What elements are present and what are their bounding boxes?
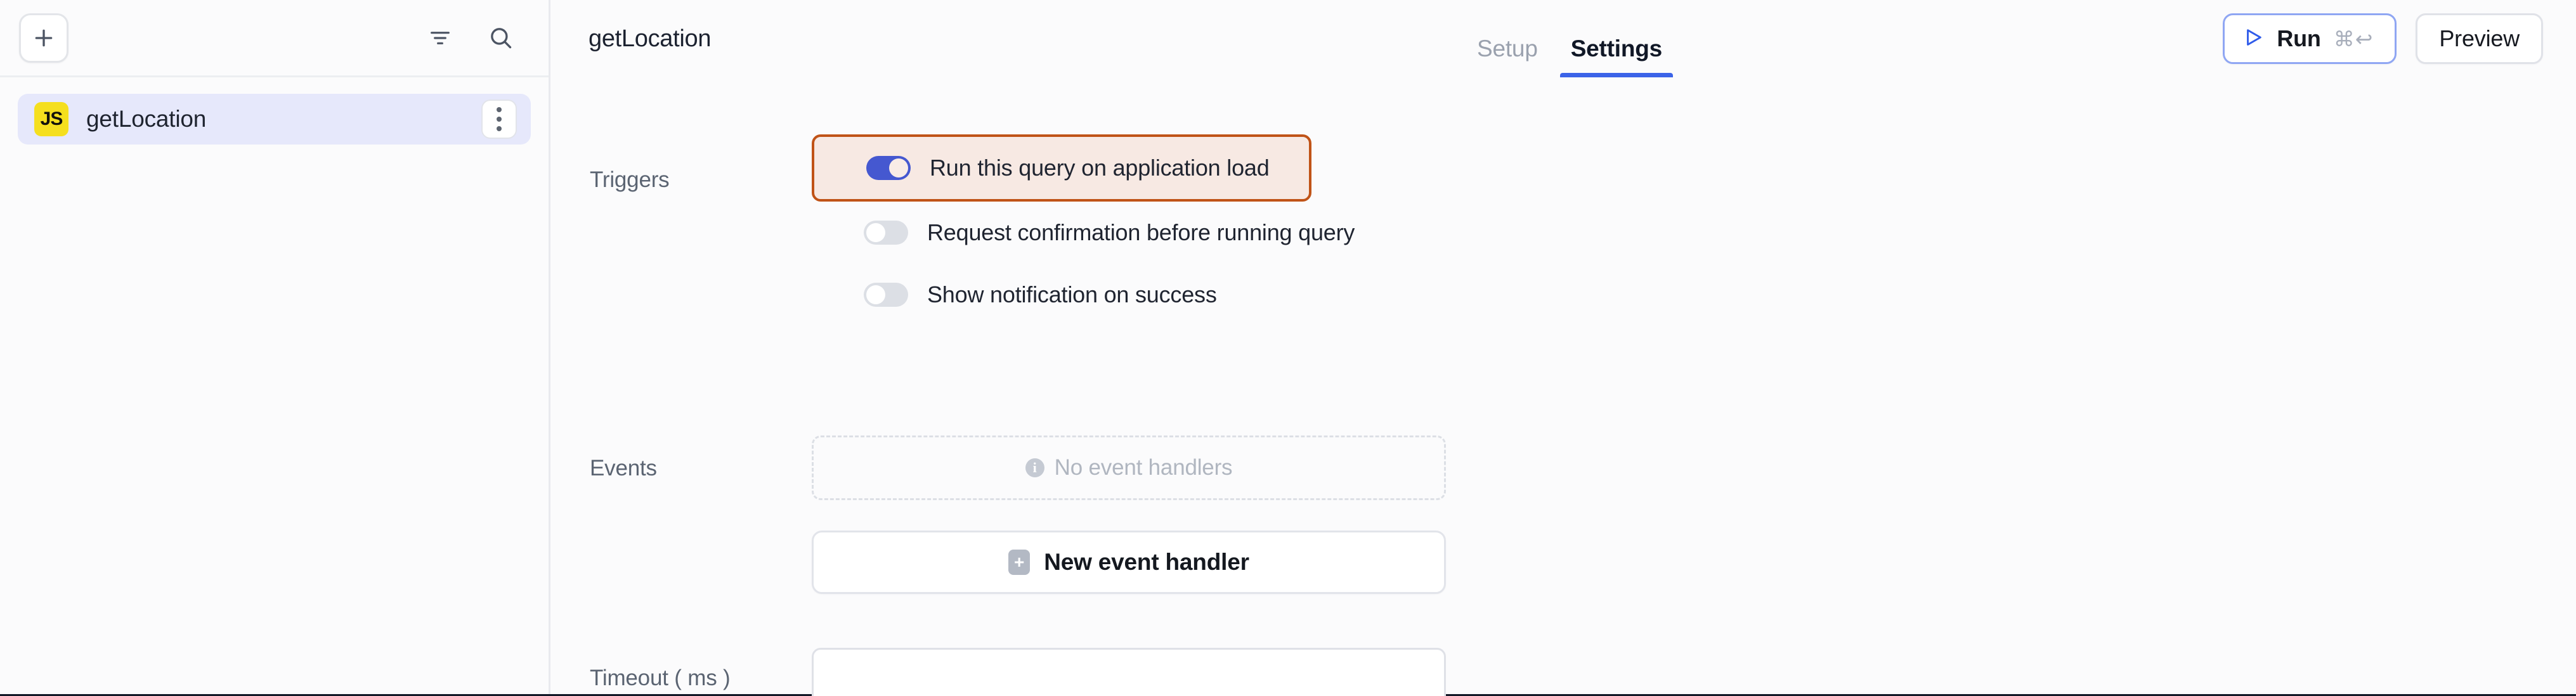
settings-body: Triggers Run this query on application l… [550, 77, 2576, 696]
info-icon: i [1025, 458, 1044, 477]
timeout-section: Timeout ( ms ) [590, 648, 1446, 696]
no-event-handlers-label: No event handlers [1054, 455, 1233, 480]
tab-settings[interactable]: Settings [1554, 35, 1679, 77]
add-query-button[interactable] [19, 13, 68, 63]
events-label: Events [590, 456, 657, 480]
query-main-panel: getLocation Setup Settings Run ⌘↩ Previe [550, 0, 2576, 696]
page-title: getLocation [589, 25, 712, 52]
new-event-handler-label: New event handler [1044, 549, 1249, 575]
toggle-run-on-load[interactable] [866, 156, 911, 180]
events-content: i No event handlers + New event handler [812, 435, 1446, 594]
filter-button[interactable] [420, 18, 460, 58]
play-icon [2242, 27, 2264, 51]
trigger-request-confirmation[interactable]: Request confirmation before running quer… [812, 202, 1355, 264]
plus-icon: + [1008, 550, 1031, 575]
filter-icon [427, 25, 453, 51]
query-item-label: getLocation [86, 106, 207, 132]
run-button[interactable]: Run ⌘↩ [2223, 13, 2397, 64]
query-list: JS getLocation [0, 77, 549, 145]
sidebar-item-getlocation[interactable]: JS getLocation [18, 94, 531, 145]
triggers-options: Run this query on application load Reque… [812, 134, 1355, 326]
kebab-menu-icon[interactable] [481, 100, 517, 139]
trigger-show-notification[interactable]: Show notification on success [812, 264, 1311, 326]
toggle-show-notification[interactable] [864, 283, 908, 307]
plus-icon [31, 25, 56, 51]
trigger-show-notification-label: Show notification on success [927, 281, 1217, 307]
trigger-run-on-load[interactable]: Run this query on application load [812, 134, 1311, 202]
trigger-request-confirmation-label: Request confirmation before running quer… [927, 219, 1355, 245]
sidebar-header [0, 0, 549, 77]
toggle-request-confirmation[interactable] [864, 221, 908, 245]
js-language-badge: JS [34, 102, 68, 136]
header-actions: Run ⌘↩ Preview [2223, 13, 2543, 64]
run-shortcut-label: ⌘↩ [2333, 26, 2374, 51]
timeout-label: Timeout ( ms ) [590, 666, 731, 690]
triggers-label: Triggers [590, 167, 670, 192]
trigger-run-on-load-label: Run this query on application load [930, 155, 1270, 181]
timeout-input[interactable] [812, 648, 1446, 696]
search-icon [488, 25, 514, 51]
no-event-handlers-empty-state: i No event handlers [812, 435, 1446, 500]
triggers-section: Triggers Run this query on application l… [590, 134, 1355, 326]
events-section: Events i No event handlers + New event h… [590, 435, 1446, 594]
run-button-label: Run [2277, 25, 2321, 51]
new-event-handler-button[interactable]: + New event handler [812, 531, 1446, 594]
main-header: getLocation Setup Settings Run ⌘↩ Previe [550, 0, 2576, 77]
preview-button[interactable]: Preview [2416, 13, 2543, 64]
tab-setup[interactable]: Setup [1477, 35, 1538, 61]
preview-button-label: Preview [2439, 25, 2520, 51]
search-button[interactable] [481, 18, 521, 58]
query-sidebar: JS getLocation [0, 0, 550, 694]
tab-bar: Setup Settings [1460, 0, 1679, 77]
